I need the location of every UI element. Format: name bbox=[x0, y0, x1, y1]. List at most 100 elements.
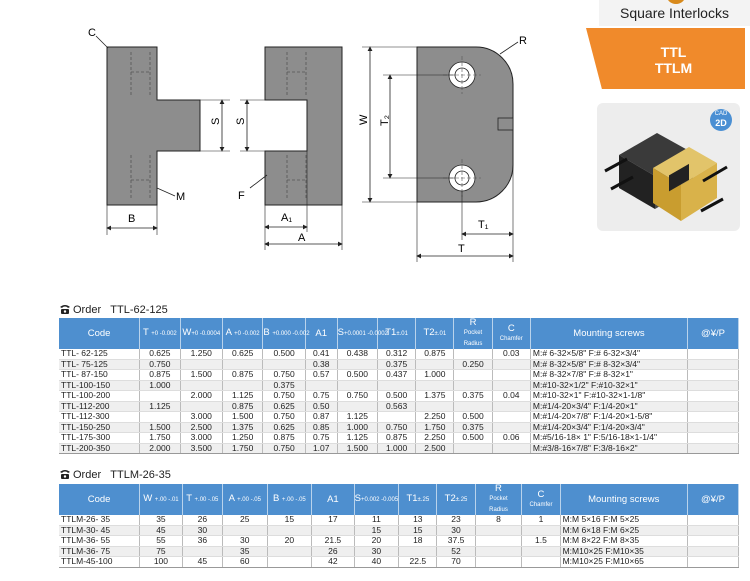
cell-a1: 1.07 bbox=[305, 443, 338, 454]
price-link-cell[interactable] bbox=[687, 515, 740, 526]
cell-s: 0.500 bbox=[337, 369, 379, 381]
cell-b: 0.750 bbox=[262, 390, 306, 402]
cell-screws: M:#5/16-18× 1" F:5/16-18×1-1/4" bbox=[530, 432, 689, 444]
cell-t2 bbox=[415, 380, 455, 391]
cell-w: 2.000 bbox=[180, 390, 224, 402]
cell-w: 55 bbox=[139, 535, 183, 547]
cell-t1: 0.437 bbox=[377, 369, 417, 381]
cell-screws: M:M 5×16 F:M 5×25 bbox=[560, 515, 688, 526]
cell-a: 1.500 bbox=[222, 411, 264, 423]
label-t: T bbox=[458, 243, 465, 255]
cell-w bbox=[180, 380, 224, 391]
price-link-cell[interactable] bbox=[687, 390, 739, 402]
price-link-cell[interactable] bbox=[687, 359, 739, 370]
cell-a1: 0.75 bbox=[305, 390, 338, 402]
col-price-link[interactable]: @¥/P bbox=[687, 318, 739, 349]
label-f: F bbox=[238, 190, 245, 202]
cell-c: 1 bbox=[521, 515, 561, 526]
product-badge: TTL TTLM bbox=[586, 28, 745, 89]
price-link-cell[interactable] bbox=[687, 401, 739, 412]
col-t1: T1±.01 bbox=[377, 318, 417, 349]
cell-screws: M:# 6-32×5/8" F:# 6-32×3/4" bbox=[530, 349, 689, 360]
cell-w: 100 bbox=[139, 556, 183, 568]
cell-c bbox=[492, 380, 531, 391]
cell-w bbox=[180, 359, 224, 370]
cell-t: 1.750 bbox=[139, 432, 181, 444]
cell-t: 0.625 bbox=[139, 349, 181, 360]
cell-r bbox=[453, 349, 493, 360]
cell-t: 26 bbox=[182, 515, 224, 526]
cell-screws: M:#1/4-20×3/4" F:1/4-20×1" bbox=[530, 401, 689, 412]
col-a1: A1 bbox=[305, 318, 338, 349]
cell-r bbox=[453, 380, 493, 391]
price-link-cell[interactable] bbox=[687, 432, 739, 444]
cell-b: 0.625 bbox=[262, 401, 306, 412]
cell-c: 0.03 bbox=[492, 349, 531, 360]
cell-t2: 0.875 bbox=[415, 349, 455, 360]
cell-t1: 0.375 bbox=[377, 359, 417, 370]
price-link-cell[interactable] bbox=[687, 546, 740, 557]
cell-t bbox=[182, 546, 224, 557]
cell-c: 0.06 bbox=[492, 432, 531, 444]
price-link-cell[interactable] bbox=[687, 369, 739, 381]
cell-s: 1.125 bbox=[337, 432, 379, 444]
cell-s: 1.125 bbox=[337, 411, 379, 423]
cell-a bbox=[222, 359, 264, 370]
label-t2: T₂ bbox=[379, 115, 391, 126]
price-link-cell[interactable] bbox=[687, 443, 739, 454]
price-link-cell[interactable] bbox=[687, 380, 739, 391]
cell-b: 0.750 bbox=[262, 369, 306, 381]
cell-code: TTL- 62-125 bbox=[59, 349, 141, 360]
female-interlock-view bbox=[264, 46, 343, 206]
cell-t2: 1.000 bbox=[415, 369, 455, 381]
price-link-cell[interactable] bbox=[687, 411, 739, 423]
cell-s: 0.750 bbox=[337, 390, 379, 402]
cell-b bbox=[267, 525, 313, 536]
cell-t2: 2.250 bbox=[415, 432, 455, 444]
brand-header: Square Interlocks bbox=[599, 0, 750, 26]
cell-c bbox=[492, 369, 531, 381]
price-link-cell[interactable] bbox=[687, 535, 740, 547]
cell-t: 0.875 bbox=[139, 369, 181, 381]
col-t1: T1±.25 bbox=[398, 484, 438, 515]
label-t1: T₁ bbox=[478, 219, 489, 231]
cell-w: 3.000 bbox=[180, 411, 224, 423]
ttlm-order-label: Order bbox=[73, 469, 102, 481]
ttl-order-model: TTL-62-125 bbox=[110, 304, 168, 316]
cell-a: 1.375 bbox=[222, 422, 264, 433]
cell-code: TTL-100-200 bbox=[59, 390, 141, 402]
price-link-cell[interactable] bbox=[687, 349, 739, 360]
cell-t bbox=[139, 411, 181, 423]
cell-t2: 37.5 bbox=[436, 535, 476, 547]
cell-t1: 18 bbox=[398, 535, 438, 547]
col-b: B +.00 -.05 bbox=[267, 484, 313, 515]
cell-s bbox=[337, 359, 379, 370]
interlock-photo-icon bbox=[604, 133, 728, 221]
cell-a: 60 bbox=[222, 556, 268, 568]
cell-r bbox=[453, 443, 493, 454]
cell-r bbox=[453, 401, 493, 412]
cell-screws: M:#1/4-20×3/4" F:1/4-20×3/4" bbox=[530, 422, 689, 433]
cell-screws: M:M 8×22 F:M 8×35 bbox=[560, 535, 688, 547]
brand-title: Square Interlocks bbox=[620, 5, 729, 21]
cell-a: 1.250 bbox=[222, 432, 264, 444]
cell-c bbox=[521, 525, 561, 536]
brand-decor-icon bbox=[666, 0, 686, 4]
col-price-link[interactable]: @¥/P bbox=[687, 484, 740, 515]
cell-a: 0.875 bbox=[222, 369, 264, 381]
price-link-cell[interactable] bbox=[687, 422, 739, 433]
col-code: Code bbox=[59, 484, 141, 515]
price-link-cell[interactable] bbox=[687, 525, 740, 536]
cell-r bbox=[475, 556, 523, 568]
label-m: M bbox=[176, 191, 185, 203]
price-link-cell[interactable] bbox=[687, 556, 740, 568]
label-s-female: S bbox=[235, 118, 247, 125]
cell-b: 20 bbox=[267, 535, 313, 547]
